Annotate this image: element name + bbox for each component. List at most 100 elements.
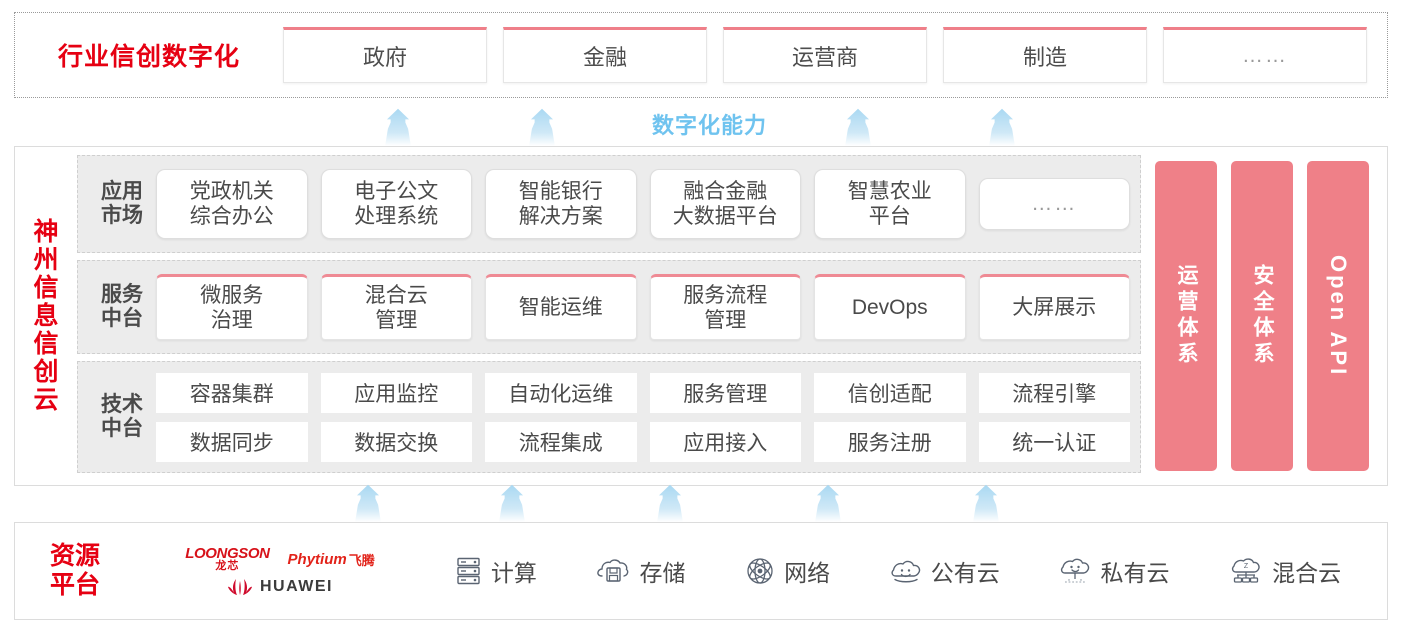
tech-card-app-monitoring[interactable]: 应用监控 [320, 372, 472, 413]
public-cloud-icon [891, 560, 920, 583]
resource-item-compute[interactable]: 计算 [455, 554, 537, 588]
card-line1: 混合云 [364, 283, 428, 307]
app-card-smart-bank-solution[interactable]: 智能银行解决方案 [485, 169, 637, 239]
network-icon [747, 558, 773, 584]
up-arrow-icon [375, 108, 421, 146]
resource-item-public-cloud[interactable]: 公有云 [890, 554, 1000, 588]
app-card-finance-bigdata-platform[interactable]: 融合金融大数据平台 [649, 169, 801, 239]
phytium-logo-en: Phytium [287, 550, 347, 568]
card-line2: 平台 [868, 205, 911, 228]
svg-text:Z: Z [1244, 563, 1249, 570]
private-cloud-icon [1061, 558, 1090, 583]
loongson-logo: LOONGSON 龙芯 [185, 545, 270, 572]
technology-platform-grid: 容器集群 应用监控 自动化运维 服务管理 信创适配 流程引擎 数据同步 数据交换… [156, 372, 1130, 462]
industry-card-finance[interactable]: 金融 [503, 27, 707, 83]
card-line2: 综合办公 [189, 205, 274, 228]
cloud-platform-body: 应用 市场 党政机关综合办公 电子公文处理系统 智能银行解决方案 [77, 147, 1387, 485]
server-icon [457, 557, 480, 585]
industry-card-label: 制造 [1022, 45, 1067, 70]
layer-service-platform: 服务 中台 微服务治理 混合云管理 智能运维 [77, 260, 1141, 354]
industry-card-manufacturing[interactable]: 制造 [943, 27, 1147, 83]
loongson-logo-en: LOONGSON [185, 545, 270, 562]
tech-card-process-integration[interactable]: 流程集成 [485, 421, 637, 462]
industry-card-label: 运营商 [791, 45, 858, 70]
tech-card-data-exchange[interactable]: 数据交换 [320, 421, 472, 462]
resource-item-network[interactable]: 网络 [745, 554, 830, 588]
side-panel-open-api[interactable]: Open API [1307, 161, 1369, 471]
tech-card-data-sync[interactable]: 数据同步 [156, 421, 308, 462]
huawei-logo-en: HUAWEI [260, 578, 333, 595]
tech-card-automated-ops[interactable]: 自动化运维 [485, 372, 637, 413]
technology-row-2: 数据同步 数据交换 流程集成 应用接入 服务注册 统一认证 [156, 421, 1130, 462]
up-arrow-icon [805, 484, 851, 522]
tech-card-service-management[interactable]: 服务管理 [649, 372, 801, 413]
resource-item-label: 存储 [639, 560, 686, 586]
app-card-party-government-office[interactable]: 党政机关综合办公 [156, 169, 308, 239]
card-line1: 智慧农业 [847, 179, 932, 203]
cloud-title-char: 神 [33, 218, 59, 246]
up-arrow-icon [979, 108, 1025, 146]
technology-row-1: 容器集群 应用监控 自动化运维 服务管理 信创适配 流程引擎 [156, 372, 1130, 413]
industry-card-telecom[interactable]: 运营商 [723, 27, 927, 83]
side-panel-operations-system[interactable]: 运营体系 [1155, 161, 1217, 471]
layer-label-line2: 中台 [101, 417, 143, 440]
resource-title-line1: 资源 [49, 542, 100, 571]
cloud-title-char: 信 [33, 330, 59, 358]
card-line2: 管理 [704, 309, 747, 332]
app-card-edoc-system[interactable]: 电子公文处理系统 [320, 169, 472, 239]
up-arrow-icon [489, 484, 535, 522]
tech-card-service-registry[interactable]: 服务注册 [814, 421, 966, 462]
card-line1: 服务流程 [683, 283, 768, 307]
card-line2: 管理 [375, 309, 418, 332]
svc-card-service-process-management[interactable]: 服务流程管理 [649, 274, 801, 340]
vendor-logo-line-1: LOONGSON 龙芯 Phytium 飞腾 [185, 546, 375, 572]
industry-card-more[interactable]: …… [1163, 27, 1367, 83]
layer-label-line2: 中台 [101, 307, 143, 330]
tech-card-process-engine[interactable]: 流程引擎 [978, 372, 1130, 413]
card-line2: 治理 [210, 309, 253, 332]
industry-card-government[interactable]: 政府 [283, 27, 487, 83]
side-panel-stack: 运营体系 安全体系 Open API [1141, 155, 1379, 477]
up-arrow-icon [835, 108, 881, 146]
side-panel-label: Open API [1326, 254, 1351, 378]
side-panel-security-system[interactable]: 安全体系 [1231, 161, 1293, 471]
cloud-title-char: 州 [33, 246, 59, 274]
svc-card-big-screen-display[interactable]: 大屏展示 [978, 274, 1130, 340]
layer-stack: 应用 市场 党政机关综合办公 电子公文处理系统 智能银行解决方案 [77, 155, 1141, 477]
layer-technology-platform: 技术 中台 容器集群 应用监控 自动化运维 服务管理 信创适配 流程引擎 [77, 361, 1141, 473]
tech-card-unified-auth[interactable]: 统一认证 [978, 421, 1130, 462]
side-panel-label: 安全体系 [1251, 264, 1274, 368]
svc-card-devops[interactable]: DevOps [814, 274, 966, 340]
card-line1: 微服务 [200, 283, 264, 307]
svc-card-microservice-governance[interactable]: 微服务治理 [156, 274, 308, 340]
cloud-platform-title: 神 州 信 息 信 创 云 [15, 147, 77, 485]
svc-card-hybrid-cloud-management[interactable]: 混合云管理 [320, 274, 472, 340]
app-card-more[interactable]: …… [978, 178, 1130, 230]
side-panel-label: 运营体系 [1175, 264, 1198, 368]
resource-item-hybrid-cloud[interactable]: Z 混合云 [1229, 554, 1341, 588]
card-line1: 大屏展示 [1012, 296, 1097, 320]
tech-card-xinchuang-adaptation[interactable]: 信创适配 [814, 372, 966, 413]
industry-card-label: …… [1242, 44, 1288, 67]
resource-item-label: 公有云 [930, 560, 1000, 586]
card-line1: 融合金融 [683, 179, 768, 203]
resource-item-storage[interactable]: 存储 [596, 554, 685, 588]
huawei-flower-icon [228, 579, 252, 595]
tech-card-app-access[interactable]: 应用接入 [649, 421, 801, 462]
card-line2: 解决方案 [518, 205, 603, 228]
capability-label: 数字化能力 [652, 113, 768, 138]
app-card-smart-agriculture-platform[interactable]: 智慧农业平台 [814, 169, 966, 239]
tech-card-container-cluster[interactable]: 容器集群 [156, 372, 308, 413]
svc-card-smart-ops[interactable]: 智能运维 [485, 274, 637, 340]
layer-application-market: 应用 市场 党政机关综合办公 电子公文处理系统 智能银行解决方案 [77, 155, 1141, 253]
industry-band-title: 行业信创数字化 [57, 43, 240, 71]
cloud-title-char: 息 [33, 302, 59, 330]
resource-item-private-cloud[interactable]: 私有云 [1059, 554, 1169, 588]
layer-label-line1: 技术 [101, 392, 143, 416]
cloud-title-char: 创 [33, 358, 59, 386]
resource-platform-title: 资源 平台 [15, 542, 135, 600]
layer-label-technology-platform: 技术 中台 [88, 393, 156, 441]
storage-cloud-icon [597, 559, 629, 582]
phytium-logo-cn: 飞腾 [348, 552, 375, 568]
up-arrow-icon [519, 108, 565, 146]
